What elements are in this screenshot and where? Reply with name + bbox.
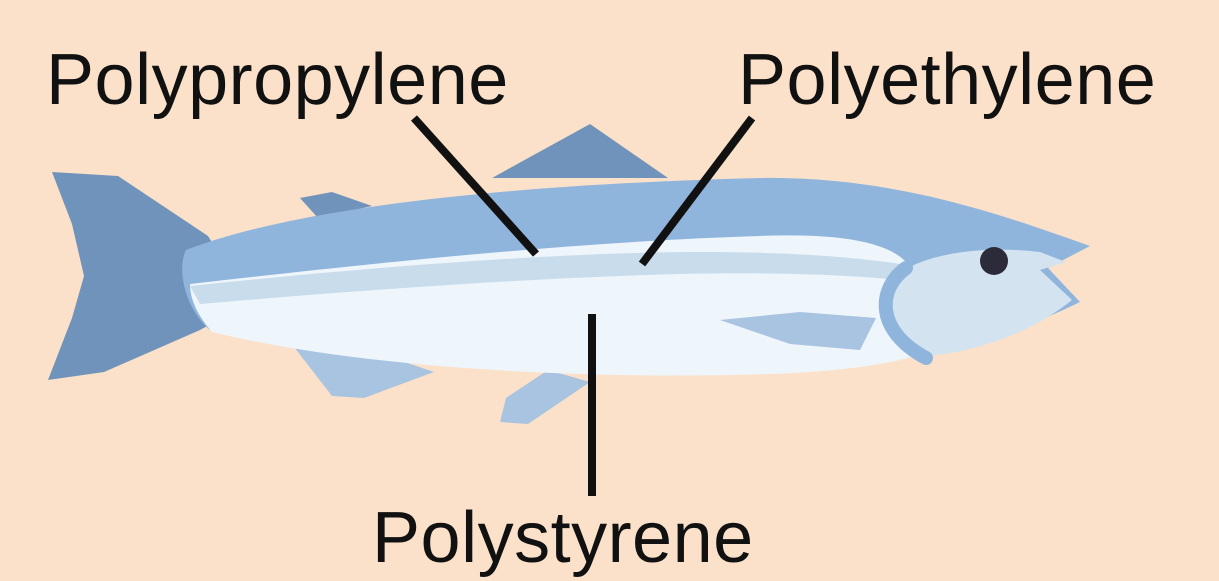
dorsal-fin <box>492 124 668 178</box>
label-polyethylene: Polyethylene <box>738 44 1156 116</box>
label-polypropylene: Polypropylene <box>46 44 509 116</box>
label-polystyrene: Polystyrene <box>372 502 754 574</box>
fish-eye <box>980 247 1008 275</box>
pelvic-fin <box>500 370 590 424</box>
